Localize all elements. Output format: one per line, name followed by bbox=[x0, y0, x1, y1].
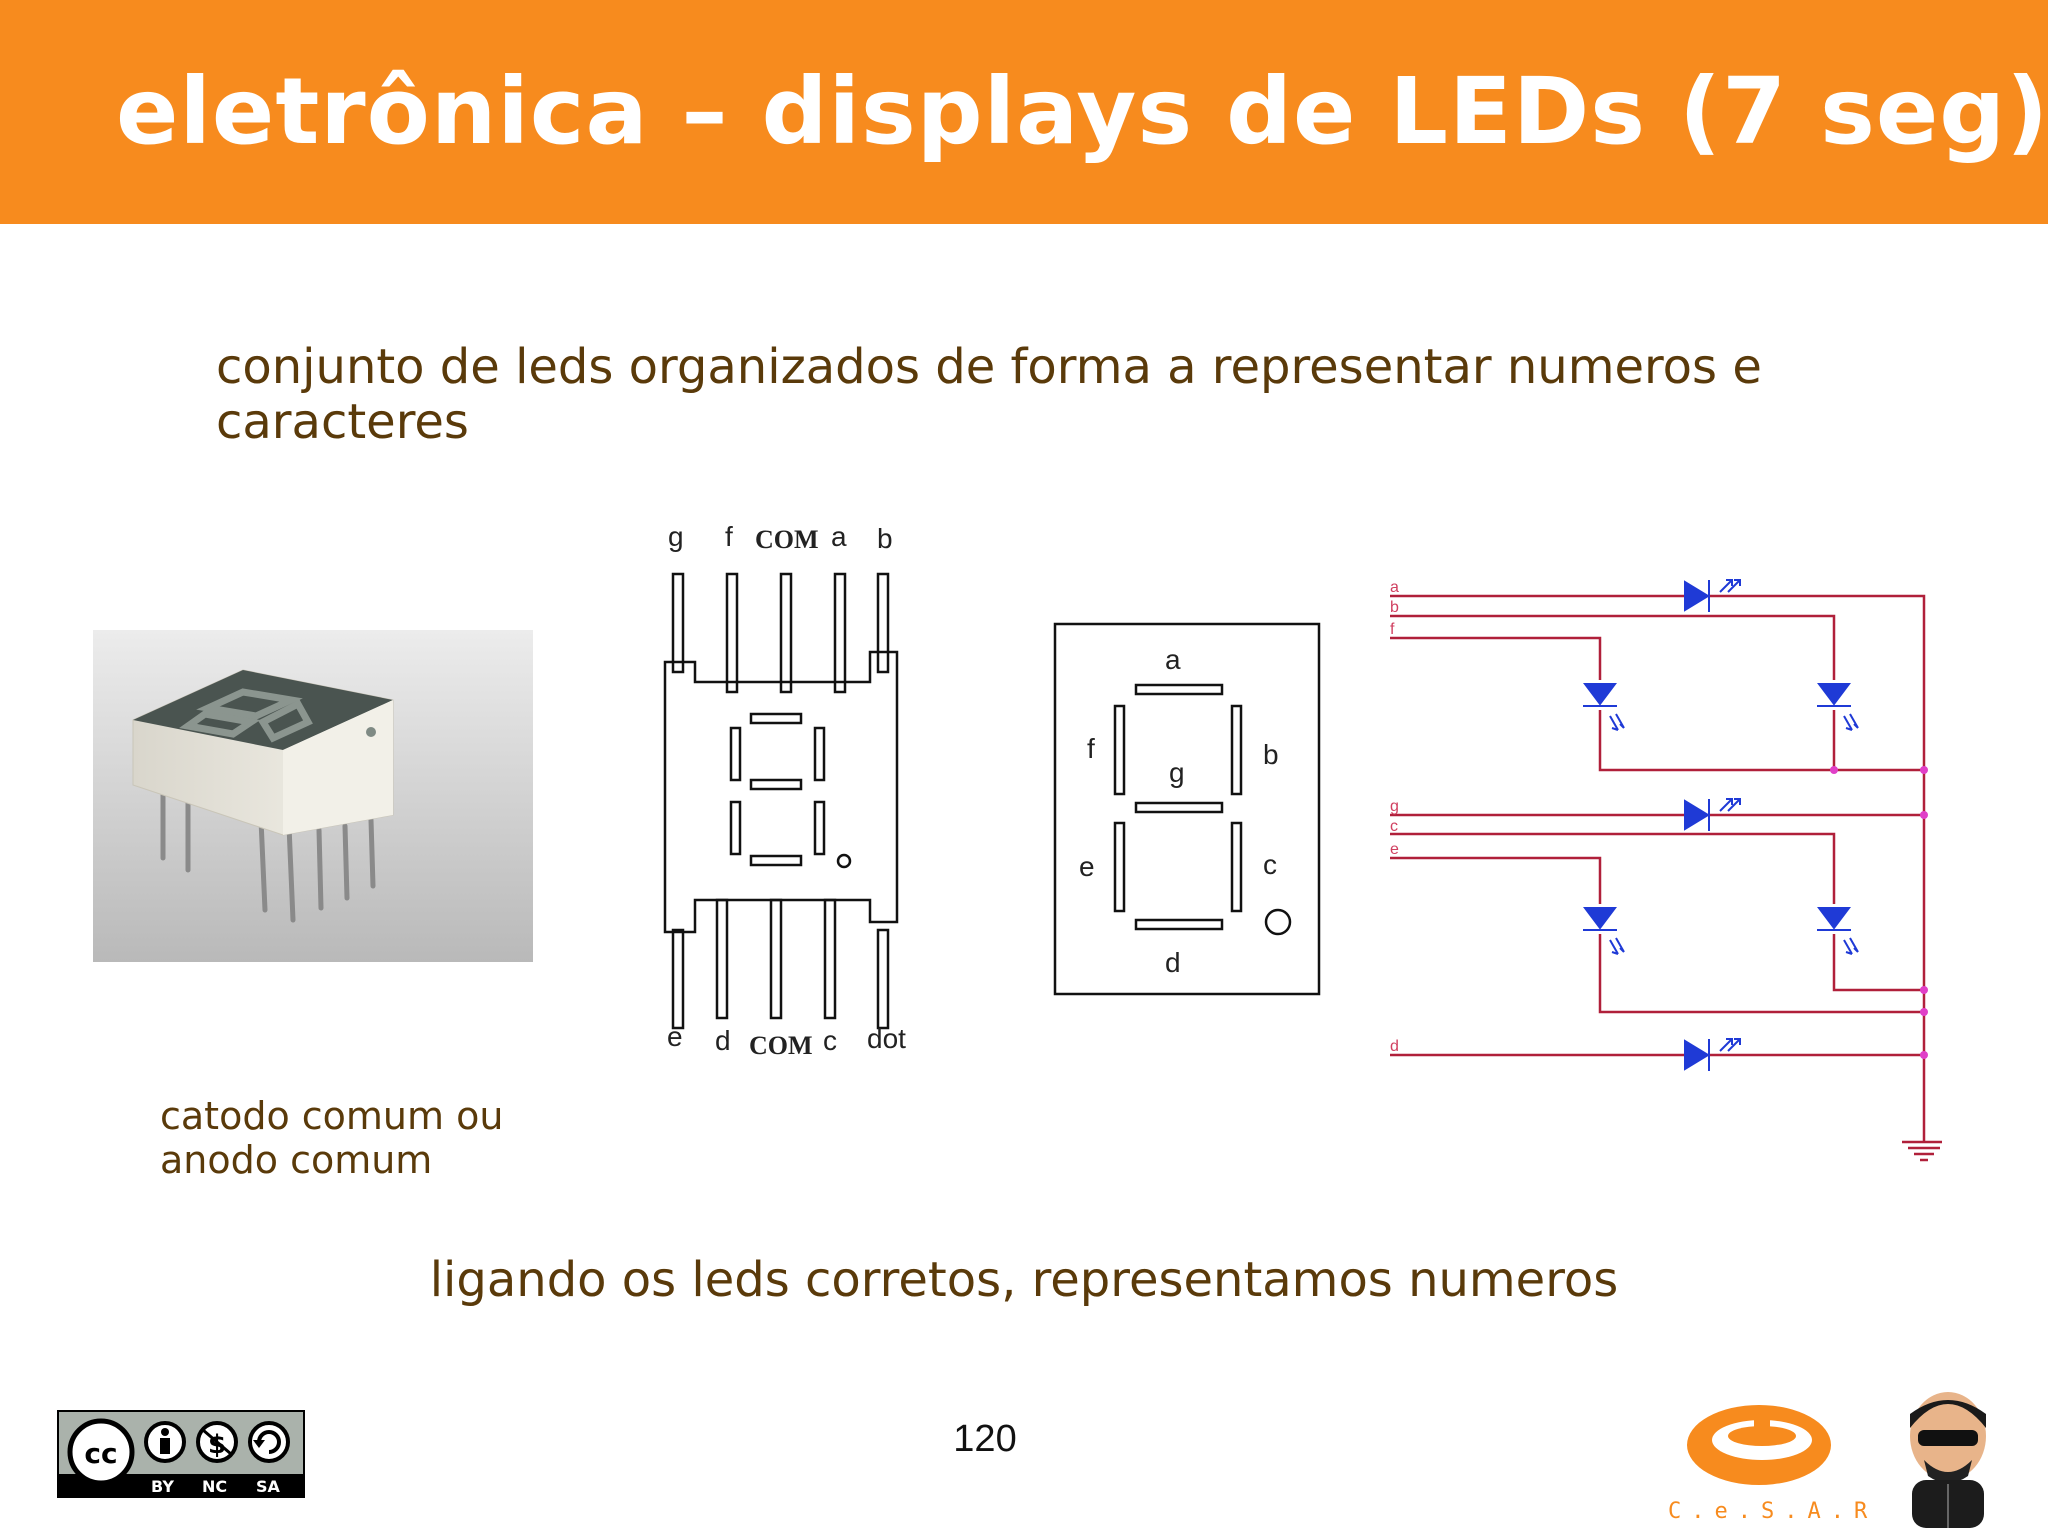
license-sa: SA bbox=[256, 1477, 281, 1496]
caption-line-1: catodo comum ou bbox=[160, 1094, 504, 1138]
segment-label-b: b bbox=[1263, 739, 1279, 770]
cc-license-badge: cc $ BY NC SA bbox=[57, 1410, 305, 1498]
page-number: 120 bbox=[953, 1418, 1017, 1460]
pin-label-d: d bbox=[715, 1025, 731, 1056]
seven-segment-photo bbox=[93, 630, 533, 962]
intro-text: conjunto de leds organizados de forma a … bbox=[216, 340, 1816, 450]
bottom-text-row: ligando os leds corretos, representamos … bbox=[0, 1252, 2048, 1308]
segment-diagram: a f g b e c d bbox=[1053, 622, 1321, 996]
segment-label-a: a bbox=[1165, 644, 1181, 675]
pin-label-b: b bbox=[877, 523, 893, 554]
segment-label-d: d bbox=[1165, 947, 1181, 978]
slide-title: eletrônica – displays de LEDs (7 seg) bbox=[116, 58, 2048, 165]
pinout-diagram: g f COM a b e d COM c dot bbox=[663, 521, 906, 1060]
segment-label-c: c bbox=[1263, 849, 1277, 880]
pin-label-a: a bbox=[831, 521, 847, 552]
sa-icon bbox=[248, 1421, 290, 1463]
schematic-input-f: f bbox=[1390, 621, 1395, 638]
cesar-swirl-icon bbox=[1687, 1405, 1831, 1485]
svg-text:$: $ bbox=[208, 1430, 226, 1460]
license-nc: NC bbox=[202, 1477, 227, 1496]
schematic-input-e: e bbox=[1390, 841, 1399, 858]
pin-label-com-top: COM bbox=[755, 525, 819, 554]
cesar-logo-text: C.e.S.A.R bbox=[1668, 1499, 1877, 1524]
segment-label-e: e bbox=[1079, 851, 1095, 882]
nc-icon: $ bbox=[196, 1421, 238, 1463]
license-by: BY bbox=[151, 1477, 174, 1496]
cc-icon: cc bbox=[67, 1418, 135, 1486]
intro-line-2: caracteres bbox=[216, 394, 469, 450]
pin-label-com-bottom: COM bbox=[749, 1031, 813, 1060]
pin-label-dot: dot bbox=[867, 1023, 906, 1054]
intro-line-1: conjunto de leds organizados de forma a … bbox=[216, 339, 1762, 395]
schematic-input-b: b bbox=[1390, 599, 1399, 616]
schematic-input-c: c bbox=[1390, 818, 1398, 835]
mascot-icon bbox=[1910, 1392, 1986, 1528]
bottom-text: ligando os leds corretos, representamos … bbox=[429, 1252, 1619, 1308]
caption: catodo comum ou anodo comum bbox=[160, 1094, 503, 1182]
segment-label-f: f bbox=[1087, 733, 1095, 764]
pin-label-c: c bbox=[823, 1025, 837, 1056]
schematic-input-a: a bbox=[1390, 579, 1399, 596]
pin-label-e: e bbox=[667, 1021, 683, 1052]
led-schematic: a b f g c e d bbox=[1390, 579, 1942, 1162]
pin-label-g: g bbox=[668, 521, 684, 552]
pin-label-f: f bbox=[725, 521, 733, 552]
schematic-input-d: d bbox=[1390, 1038, 1399, 1055]
cesar-logo: C.e.S.A.R bbox=[1668, 1392, 1986, 1528]
schematic-input-g: g bbox=[1390, 798, 1399, 815]
caption-line-2: anodo comum bbox=[160, 1138, 433, 1182]
title-bar: eletrônica – displays de LEDs (7 seg) bbox=[0, 0, 2048, 224]
by-icon bbox=[144, 1421, 186, 1463]
svg-text:cc: cc bbox=[84, 1437, 117, 1470]
segment-label-g: g bbox=[1169, 757, 1185, 788]
